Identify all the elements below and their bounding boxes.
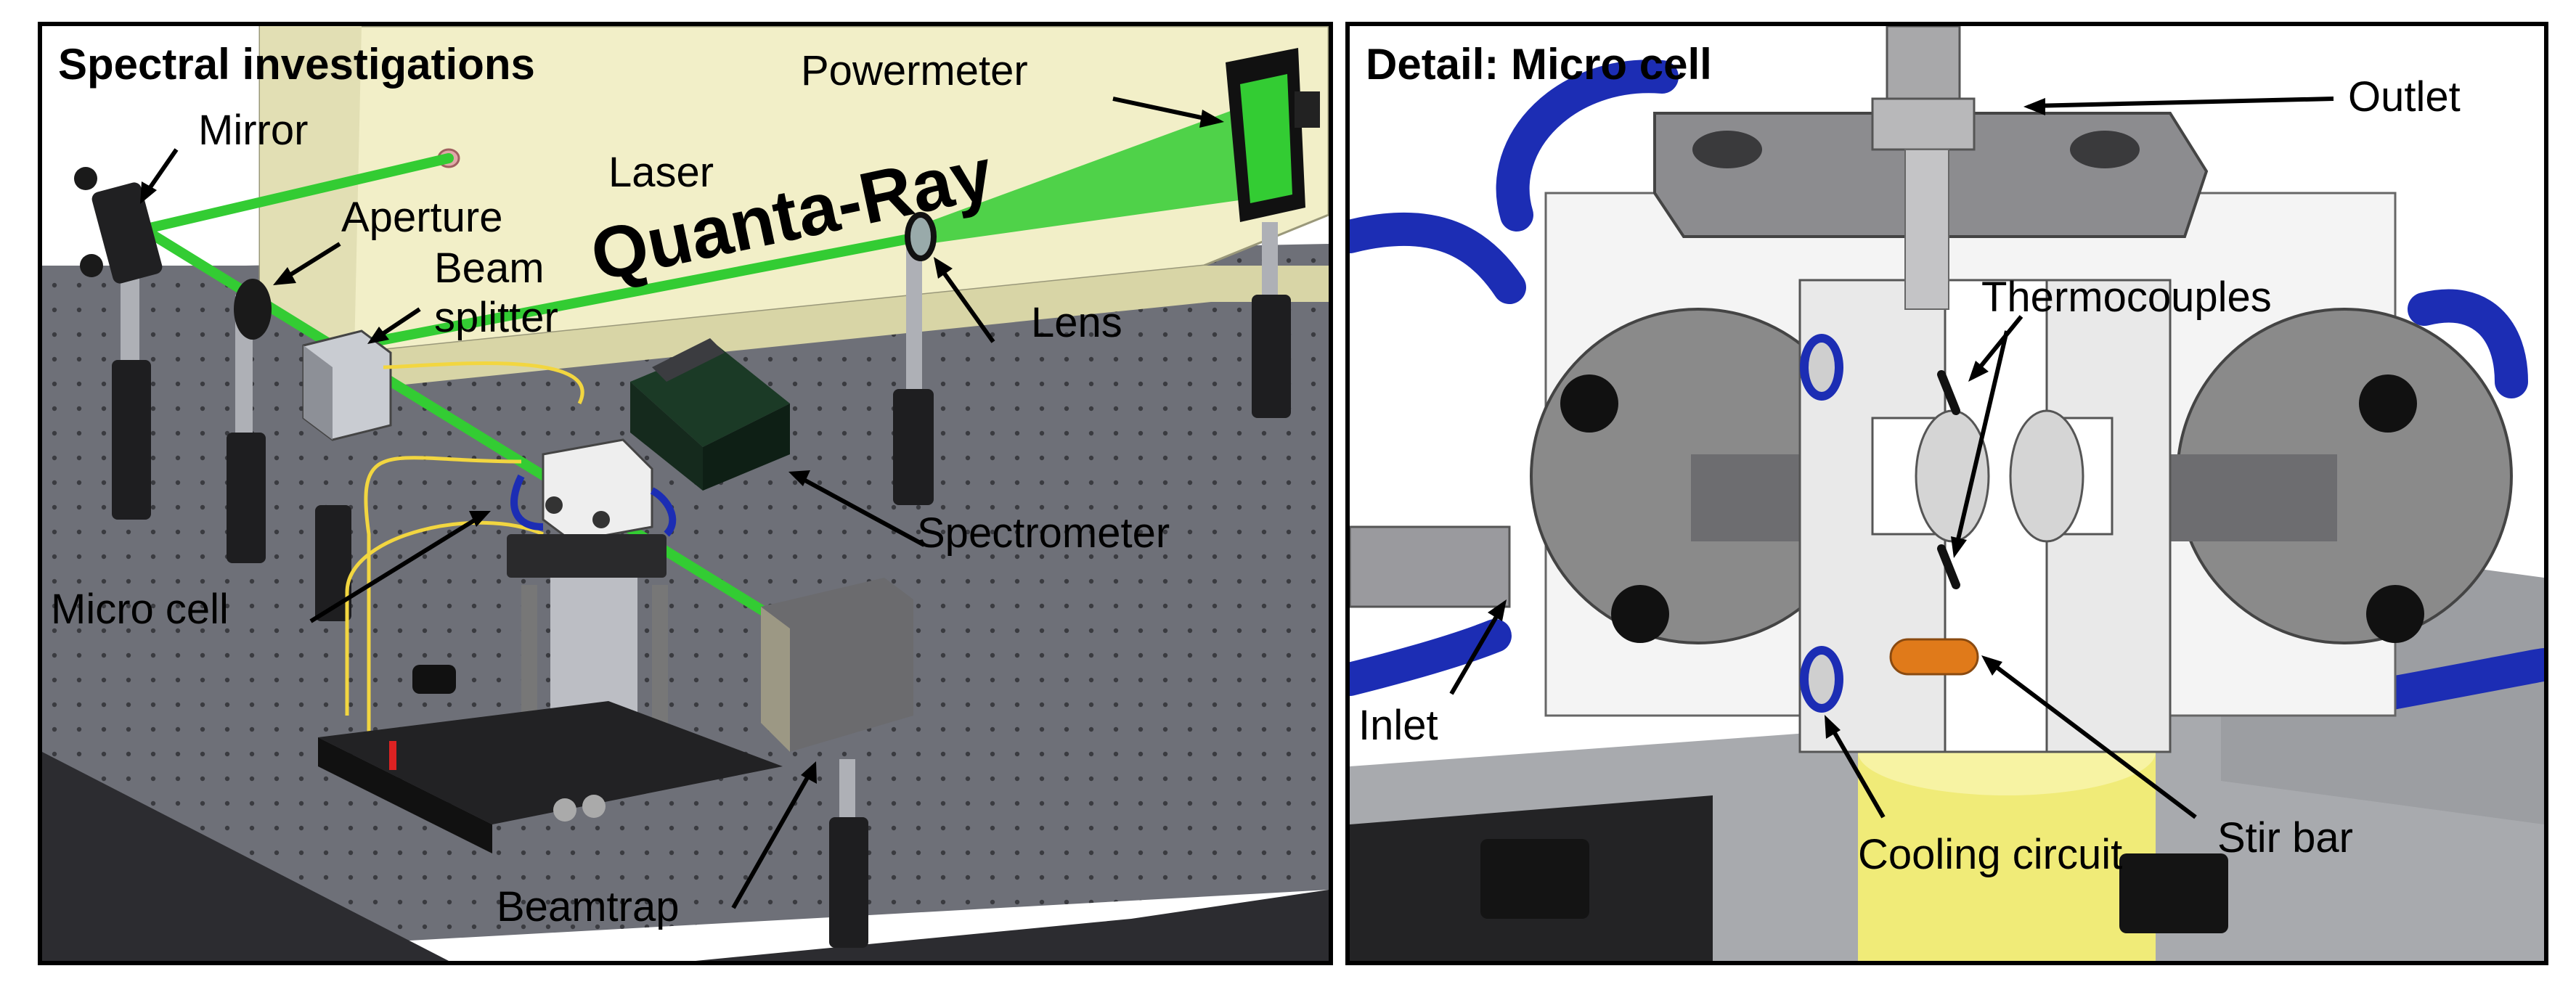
cooling-tubing <box>1350 60 2544 710</box>
optical-setup-drawing <box>42 26 1329 961</box>
label-inlet: Inlet <box>1358 702 1438 749</box>
aperture-disc <box>234 279 272 340</box>
stir-bar <box>1889 638 1979 676</box>
label-mirror: Mirror <box>198 107 309 154</box>
label-cooling-circuit: Cooling circuit <box>1858 831 2123 878</box>
label-powermeter: Powermeter <box>801 47 1028 94</box>
label-splitter: splitter <box>434 294 558 341</box>
right-panel: Detail: Micro cell Outlet Thermocouples … <box>1345 22 2548 965</box>
lens <box>905 212 937 261</box>
micro-cell-assembly <box>318 438 783 853</box>
left-panel-title: Spectral investigations <box>58 40 535 89</box>
optical-table-edge <box>42 752 1329 961</box>
callout-arrows <box>1449 97 2334 819</box>
mirror-mount <box>74 167 163 284</box>
label-beam: Beam <box>434 245 545 292</box>
beam-splitter-cube <box>302 329 392 441</box>
right-panel-title: Detail: Micro cell <box>1366 40 1712 89</box>
label-outlet: Outlet <box>2348 73 2461 120</box>
left-panel: Spectral investigations Quanta-Ray Power… <box>38 22 1333 965</box>
thermocouple-probes <box>1937 370 1960 589</box>
label-beamtrap: Beamtrap <box>497 883 680 930</box>
micro-cell-detail-drawing <box>1350 26 2544 961</box>
label-laser: Laser <box>608 149 714 196</box>
inlet-fitting <box>1350 525 1511 608</box>
powermeter <box>1226 48 1320 222</box>
label-stir-bar: Stir bar <box>2217 814 2353 861</box>
label-thermocouples: Thermocouples <box>1981 274 2272 321</box>
beamtrap <box>761 578 913 752</box>
label-micro-cell: Micro cell <box>51 586 229 633</box>
arrow-heads <box>1488 98 2045 739</box>
label-lens: Lens <box>1031 299 1122 346</box>
arrow-heads <box>140 110 1224 784</box>
label-spectrometer: Spectrometer <box>917 509 1170 557</box>
powermeter-beam-cone <box>928 91 1291 244</box>
micro-cell-body <box>1530 192 2513 753</box>
top-lid <box>1653 26 2209 310</box>
label-aperture: Aperture <box>341 194 503 241</box>
spectrometer <box>630 338 790 491</box>
